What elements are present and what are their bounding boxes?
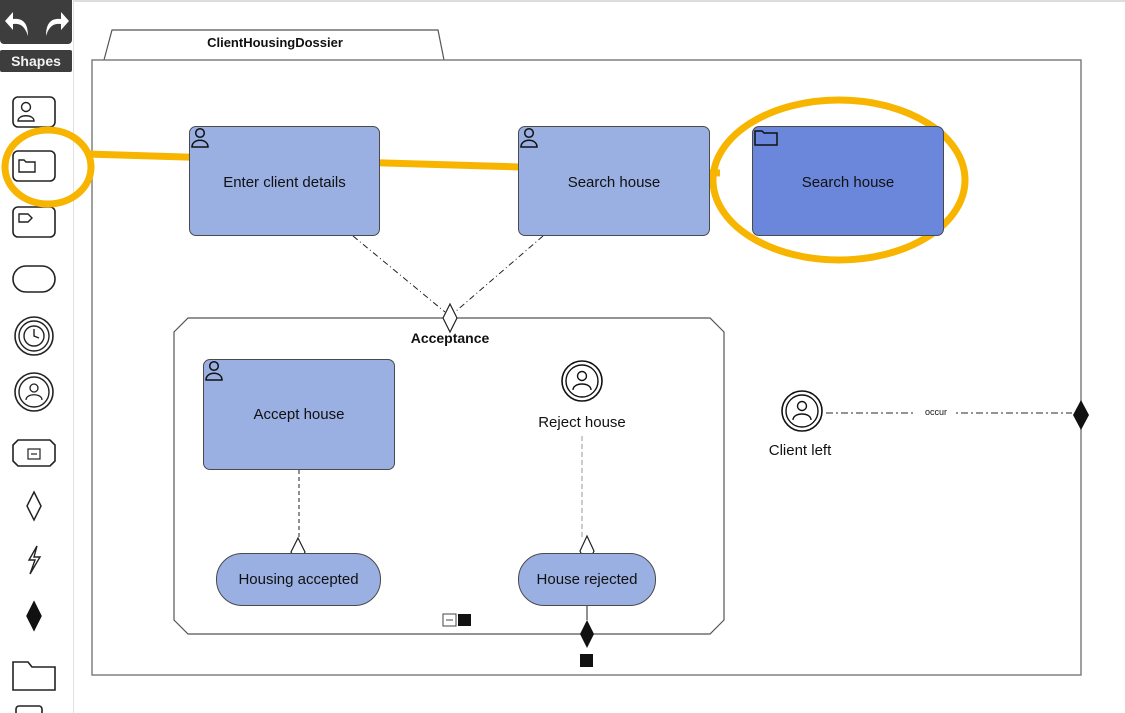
client-left-event-icon[interactable] (780, 389, 824, 433)
palette-exit-criterion[interactable] (8, 596, 60, 640)
palette-milestone[interactable] (8, 260, 60, 304)
milestone-label: House rejected (536, 571, 638, 588)
connector-enter-client[interactable] (352, 235, 446, 313)
user-event-icon (14, 372, 54, 412)
palette-discretionary-task[interactable] (8, 540, 60, 584)
milestone-housing-accepted[interactable]: Housing accepted (216, 553, 381, 606)
svg-text:⌘: ⌘ (20, 32, 27, 40)
milestone-icon (12, 265, 56, 293)
human-task-icon (205, 360, 223, 381)
entry-criterion-icon (26, 490, 42, 522)
palette-entry-criterion[interactable] (8, 486, 60, 530)
case-task-icon (12, 150, 56, 182)
entry-criterion-stage[interactable] (442, 302, 458, 334)
palette-timer-event[interactable] (8, 314, 60, 358)
palette-plan-fragment[interactable] (8, 700, 60, 713)
exit-marker (580, 654, 593, 667)
task-label: Search house (567, 174, 661, 191)
human-task-icon (520, 127, 538, 148)
palette-process-task[interactable] (8, 204, 60, 248)
connector-search-house[interactable] (454, 235, 544, 313)
task-label: Search house (801, 174, 895, 191)
exit-criterion-stage[interactable] (580, 620, 594, 648)
reject-house-label: Reject house (538, 414, 626, 431)
human-task-icon (12, 96, 56, 128)
case-plan-tab (103, 29, 445, 61)
task-search-house-case[interactable]: Search house (752, 126, 944, 236)
stage-name: Acceptance (410, 330, 490, 346)
redo-button[interactable] (36, 0, 72, 44)
human-task-icon (191, 127, 209, 148)
palette-stage[interactable] (8, 434, 60, 478)
milestone-label: Housing accepted (238, 571, 359, 588)
connector-occur-label: occur (916, 407, 956, 417)
case-plan-name: ClientHousingDossier (207, 35, 343, 50)
shape-palette: ⌘ Shapes (0, 0, 74, 713)
process-task-icon (12, 206, 56, 238)
plan-fragment-icon (15, 705, 43, 713)
exit-criterion-icon (26, 600, 42, 632)
shapes-label: Shapes (0, 50, 72, 72)
reject-house-event-icon[interactable] (560, 359, 604, 403)
undo-icon: ⌘ (5, 12, 28, 40)
palette-human-task[interactable] (8, 94, 60, 138)
task-enter-client-details[interactable]: Enter client details (189, 126, 380, 236)
client-left-label: Client left (768, 442, 832, 459)
palette-case-task[interactable] (8, 148, 60, 192)
redo-icon (46, 12, 69, 36)
stage-icon (12, 439, 56, 467)
task-label: Enter client details (223, 174, 346, 191)
exit-criterion-case[interactable] (1073, 400, 1089, 430)
milestone-house-rejected[interactable]: House rejected (518, 553, 656, 606)
discretionary-task-icon (27, 545, 42, 575)
task-search-house-human[interactable]: Search house (518, 126, 710, 236)
stage-expand-marker[interactable] (442, 613, 457, 627)
palette-case-file-item[interactable] (8, 652, 60, 696)
undo-redo-bar: ⌘ (0, 0, 72, 44)
task-label: Accept house (253, 406, 345, 423)
folder-icon (754, 130, 778, 146)
task-accept-house[interactable]: Accept house (203, 359, 395, 470)
stage-marker-filled (458, 614, 471, 626)
timer-event-icon (14, 316, 54, 356)
undo-button[interactable]: ⌘ (0, 0, 36, 44)
case-file-item-icon (12, 661, 56, 691)
palette-user-event[interactable] (8, 370, 60, 414)
